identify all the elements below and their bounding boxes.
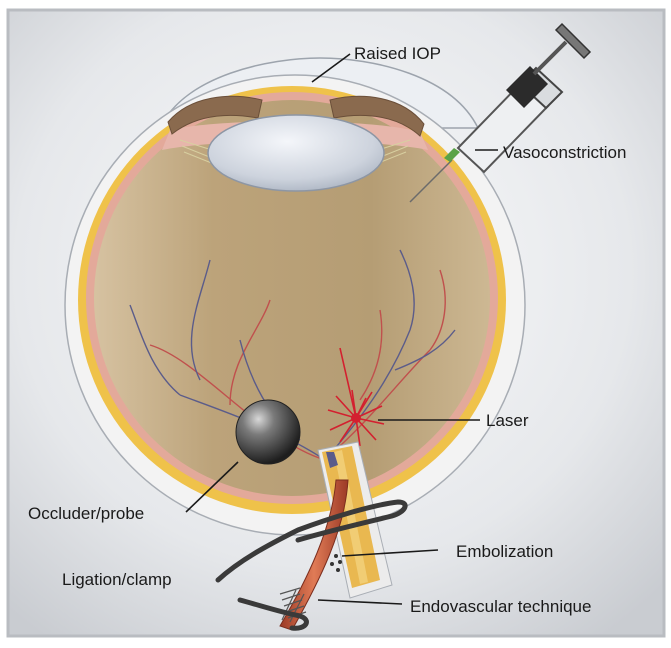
laser-spot xyxy=(351,413,361,423)
label-embolization: Embolization xyxy=(456,542,553,561)
label-raised-iop: Raised IOP xyxy=(354,44,441,63)
label-occluder-probe: Occluder/probe xyxy=(28,504,144,523)
label-vasoconstriction: Vasoconstriction xyxy=(503,143,626,162)
label-ligation-clamp: Ligation/clamp xyxy=(62,570,172,589)
occluder-sphere xyxy=(236,400,300,464)
lens xyxy=(208,115,384,191)
label-endovascular-technique: Endovascular technique xyxy=(410,597,591,616)
label-laser: Laser xyxy=(486,411,529,430)
